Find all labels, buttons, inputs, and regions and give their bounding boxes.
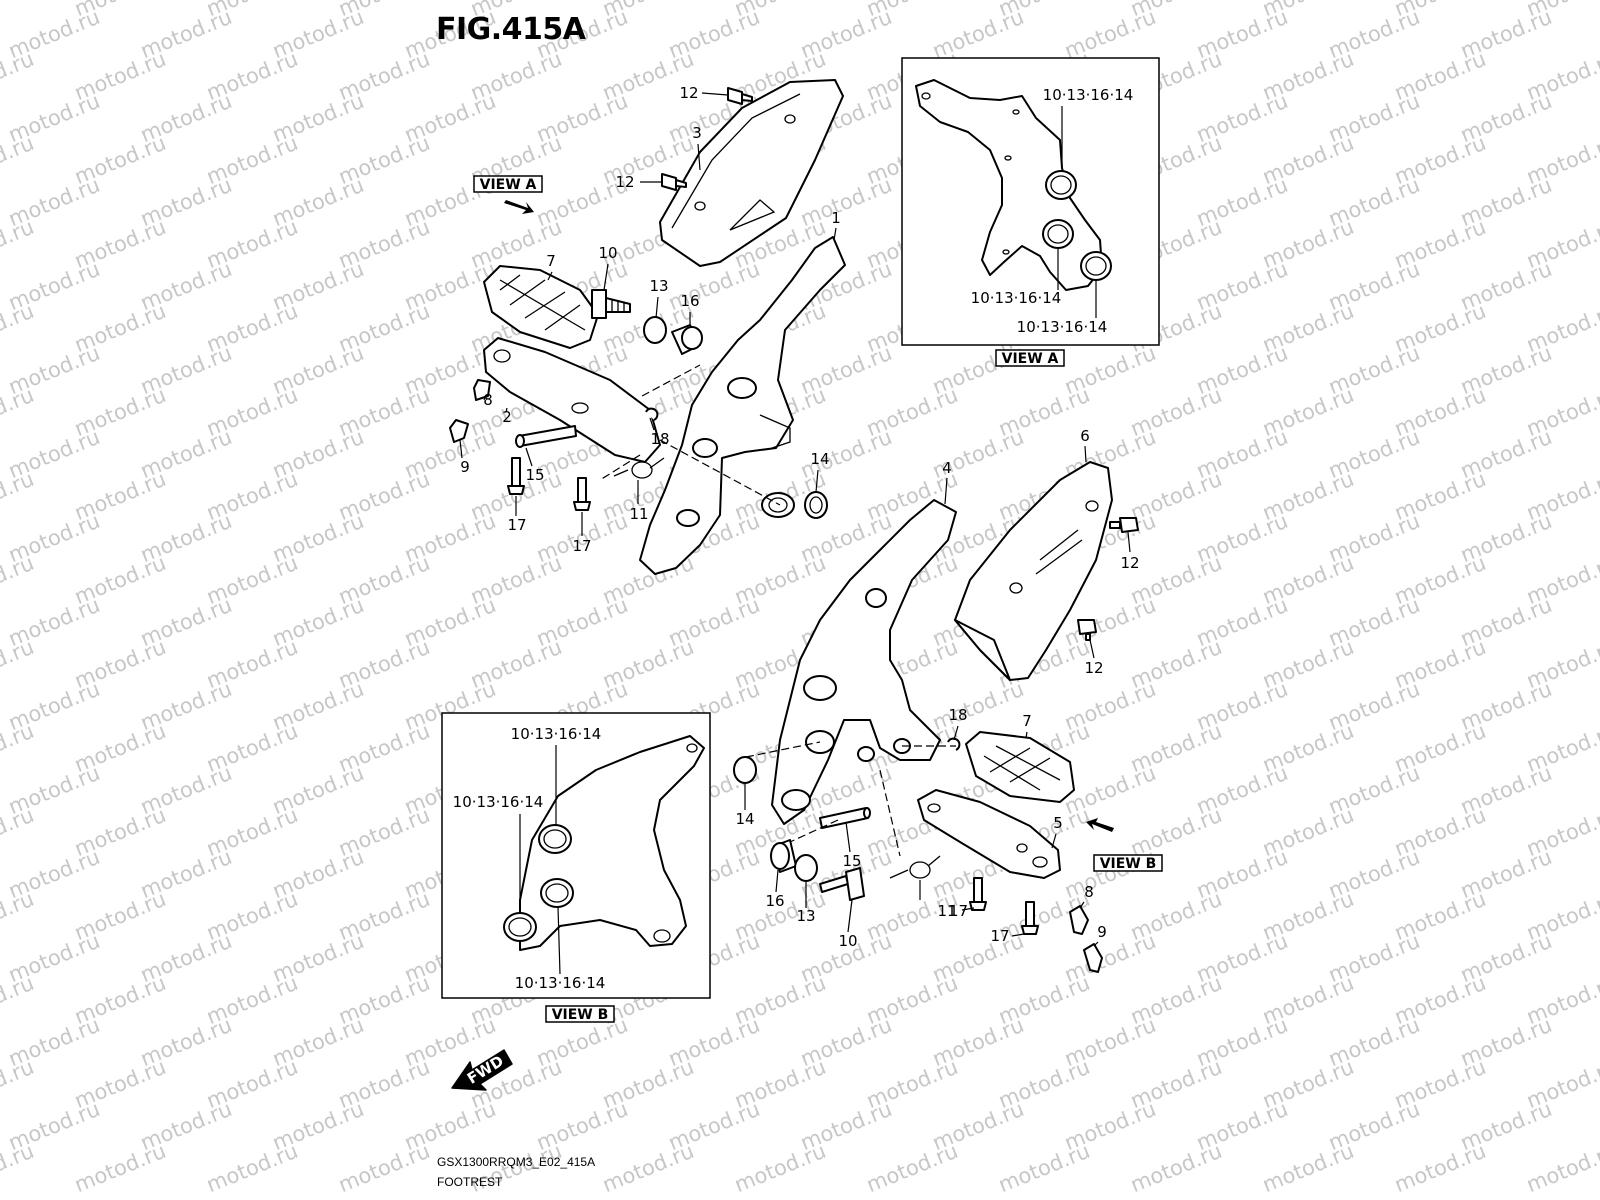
part-13-washer-lower	[794, 854, 818, 882]
svg-text:VIEW A: VIEW A	[480, 177, 537, 193]
part-18-clip-upper	[645, 407, 659, 421]
svg-text:5: 5	[1053, 814, 1063, 832]
svg-text:8: 8	[483, 391, 493, 409]
svg-text:13: 13	[796, 907, 815, 925]
part-1-bracket	[639, 236, 846, 575]
part-2-footrest	[483, 337, 661, 463]
part-15-pin	[515, 425, 577, 448]
svg-text:3: 3	[692, 124, 702, 142]
part-12-screw-top	[727, 87, 753, 105]
model-code: GSX1300RRQM3_E02_415A	[437, 1155, 596, 1169]
part-9-rubber-tip	[449, 419, 469, 443]
svg-text:10·13·16·14: 10·13·16·14	[1017, 318, 1108, 336]
svg-text:9: 9	[460, 458, 470, 476]
svg-text:15: 15	[525, 466, 544, 484]
svg-text:12: 12	[1084, 659, 1103, 677]
svg-text:17: 17	[572, 537, 591, 555]
part-12-screw-mid	[661, 173, 687, 191]
view-a-caption-tag: VIEW A	[995, 349, 1065, 367]
part-8-rubber-cap-lower	[1069, 905, 1089, 935]
svg-text:10·13·16·14: 10·13·16·14	[515, 974, 606, 992]
svg-text:11: 11	[629, 505, 648, 523]
svg-text:12: 12	[1120, 554, 1139, 572]
part-7-footrest-rubber	[483, 265, 599, 349]
svg-text:10: 10	[838, 932, 857, 950]
svg-text:17: 17	[949, 902, 968, 920]
part-3-heel-guard	[659, 79, 844, 267]
svg-text:10·13·16·14: 10·13·16·14	[453, 793, 544, 811]
part-9-rubber-tip-lower	[1083, 943, 1103, 973]
callouts-upper: 12 3 12 1 7 10 13 16 8 2 18 14 9 15 11 1…	[459, 84, 841, 555]
part-14-washer-lower	[733, 756, 757, 784]
part-17-screw-upper-left	[507, 457, 525, 495]
part-15-pin-lower	[819, 807, 871, 829]
svg-text:10·13·16·14: 10·13·16·14	[511, 725, 602, 743]
part-17-screw-lower-right	[1021, 901, 1039, 935]
part-14-bush-upper	[761, 491, 828, 519]
part-10-bolt	[591, 289, 631, 319]
figure-caption: FOOTREST	[437, 1175, 503, 1189]
part-5-footrest	[917, 789, 1061, 879]
callouts-lower: 6 4 12 12 18 7 5 14 15 8 16 11 9 13 17 1…	[735, 427, 1139, 950]
part-12-screw-lower-bottom	[1077, 619, 1097, 641]
part-17-screw-lower-left	[969, 877, 987, 911]
svg-text:8: 8	[1084, 883, 1094, 901]
svg-text:17: 17	[507, 516, 526, 534]
view-b-caption-tag: VIEW B	[545, 1005, 615, 1023]
svg-text:7: 7	[1022, 712, 1032, 730]
svg-text:1: 1	[831, 209, 841, 227]
part-11-spring-lower	[889, 855, 941, 879]
svg-text:14: 14	[735, 810, 754, 828]
part-6-heel-guard	[954, 461, 1113, 681]
svg-text:2: 2	[502, 408, 512, 426]
part-16-bushing	[671, 324, 703, 355]
part-10-bolt-lower	[819, 867, 865, 901]
part-12-screw-lower-top	[1109, 517, 1139, 533]
view-a-tag: VIEW A	[473, 175, 543, 193]
svg-text:4: 4	[942, 459, 952, 477]
svg-text:10·13·16·14: 10·13·16·14	[1043, 86, 1134, 104]
svg-text:10: 10	[598, 244, 617, 262]
svg-text:11: 11	[937, 902, 956, 920]
svg-text:13: 13	[649, 277, 668, 295]
svg-text:18: 18	[948, 706, 967, 724]
fwd-arrow-icon: FWD	[451, 1049, 513, 1091]
svg-text:VIEW B: VIEW B	[1100, 856, 1157, 872]
svg-text:VIEW A: VIEW A	[1002, 351, 1059, 367]
view-a-arrow	[504, 200, 534, 214]
svg-text:18: 18	[650, 430, 669, 448]
svg-text:7: 7	[546, 252, 556, 270]
svg-text:14: 14	[810, 450, 829, 468]
svg-text:FWD: FWD	[464, 1052, 507, 1088]
part-18-clip-lower	[947, 737, 961, 751]
view-a-inset: 10·13·16·14 10·13·16·14 10·13·16·14	[901, 57, 1160, 346]
svg-text:VIEW B: VIEW B	[552, 1007, 609, 1023]
svg-text:15: 15	[842, 852, 861, 870]
part-13-washer	[643, 316, 667, 344]
svg-text:12: 12	[615, 173, 634, 191]
part-17-screw-upper-right	[573, 477, 591, 511]
view-b-arrow	[1086, 818, 1114, 832]
svg-text:16: 16	[765, 892, 784, 910]
svg-text:6: 6	[1080, 427, 1090, 445]
svg-text:10·13·16·14: 10·13·16·14	[971, 289, 1062, 307]
svg-text:17: 17	[990, 927, 1009, 945]
svg-text:9: 9	[1097, 923, 1107, 941]
svg-text:12: 12	[679, 84, 698, 102]
part-7-footrest-rubber-lower	[965, 731, 1075, 803]
view-b-inset: 10·13·16·14 10·13·16·14 10·13·16·14	[441, 712, 711, 999]
view-b-tag: VIEW B	[1093, 854, 1163, 872]
svg-text:16: 16	[680, 292, 699, 310]
part-11-spring-upper	[613, 457, 665, 479]
part-16-bushing-lower	[770, 839, 797, 873]
figure-title: FIG.415A	[436, 12, 586, 47]
part-4-bracket	[771, 499, 957, 825]
